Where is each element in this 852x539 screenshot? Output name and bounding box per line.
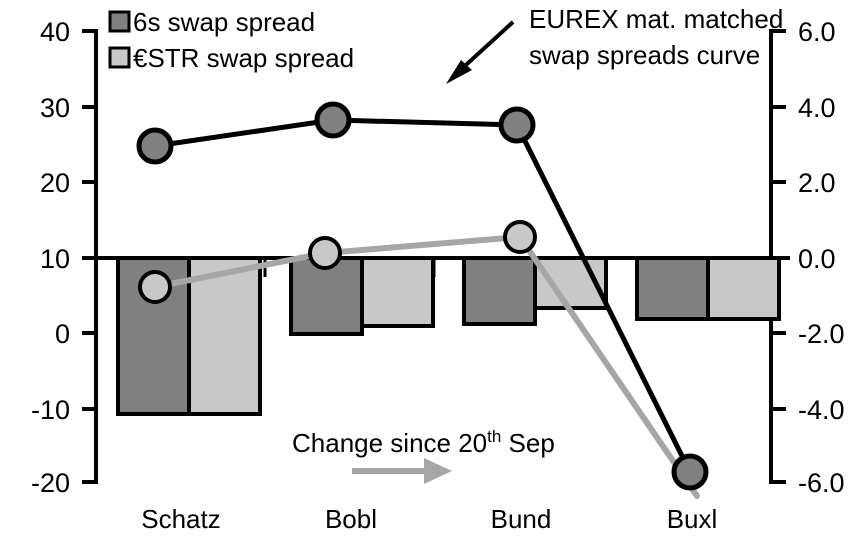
right-axis-tick-4: 4.0: [798, 93, 836, 123]
series-change-since-line: [138, 220, 700, 499]
bar-estr-buxl: [706, 256, 781, 321]
marker-eurex-buxl: [671, 453, 709, 491]
change-annotation-arrow: [352, 458, 452, 484]
right-axis-tick-0: 0.0: [798, 244, 836, 274]
marker-eurex-schatz: [136, 127, 174, 165]
legend-swatch-estr: [108, 46, 131, 69]
legend-label-6s: 6s swap spread: [133, 7, 315, 37]
bar-group-bobl: [289, 256, 435, 336]
right-axis-tick-2: 2.0: [798, 168, 836, 198]
legend-swatch-6s: [108, 10, 131, 33]
right-axis-tick-minus2: -2.0: [798, 319, 845, 349]
marker-eurex-bobl: [314, 101, 352, 139]
category-label-buxl: Buxl: [667, 504, 718, 534]
left-axis-tick-30: 30: [40, 93, 70, 123]
left-axis-tick-20: 20: [40, 168, 70, 198]
right-axis-tick-6: 6.0: [798, 17, 836, 47]
marker-change-bobl: [308, 236, 342, 270]
left-axis: [82, 29, 98, 484]
series-eurex-curve: [136, 101, 709, 491]
bar-6s-buxl: [635, 256, 710, 321]
right-axis-tick-minus6: -6.0: [798, 468, 845, 498]
change-annotation-suffix: Sep: [501, 428, 555, 458]
change-annotation-text: Change since 20th Sep: [292, 427, 555, 458]
bar-estr-schatz: [187, 256, 262, 416]
change-annotation-superscript: th: [487, 427, 501, 446]
left-axis-tick-0: 0: [55, 319, 70, 349]
left-axis-tick-minus10: -10: [31, 395, 70, 425]
eurex-annotation-line1: EUREX mat. matched: [529, 4, 783, 34]
eurex-annotation-arrow: [446, 20, 515, 84]
left-axis-tick-40: 40: [40, 17, 70, 47]
eurex-annotation-line2: swap spreads curve: [529, 40, 760, 70]
legend-label-estr: €STR swap spread: [133, 43, 354, 73]
chart-legend: [108, 10, 131, 69]
category-label-schatz: Schatz: [141, 504, 221, 534]
marker-change-schatz: [138, 270, 172, 304]
marker-change-bund: [503, 220, 537, 254]
left-axis-tick-10: 10: [40, 244, 70, 274]
bar-estr-bobl: [360, 256, 435, 328]
bar-group-bund: [462, 256, 608, 326]
marker-eurex-bund: [498, 106, 536, 144]
category-label-bund: Bund: [491, 504, 552, 534]
bar-group-buxl: [635, 256, 781, 321]
bar-6s-bund: [462, 256, 537, 326]
left-axis-tick-minus20: -20: [31, 468, 70, 498]
change-annotation-prefix: Change since 20: [292, 428, 487, 458]
category-label-bobl: Bobl: [325, 504, 377, 534]
right-axis-tick-minus4: -4.0: [798, 395, 845, 425]
